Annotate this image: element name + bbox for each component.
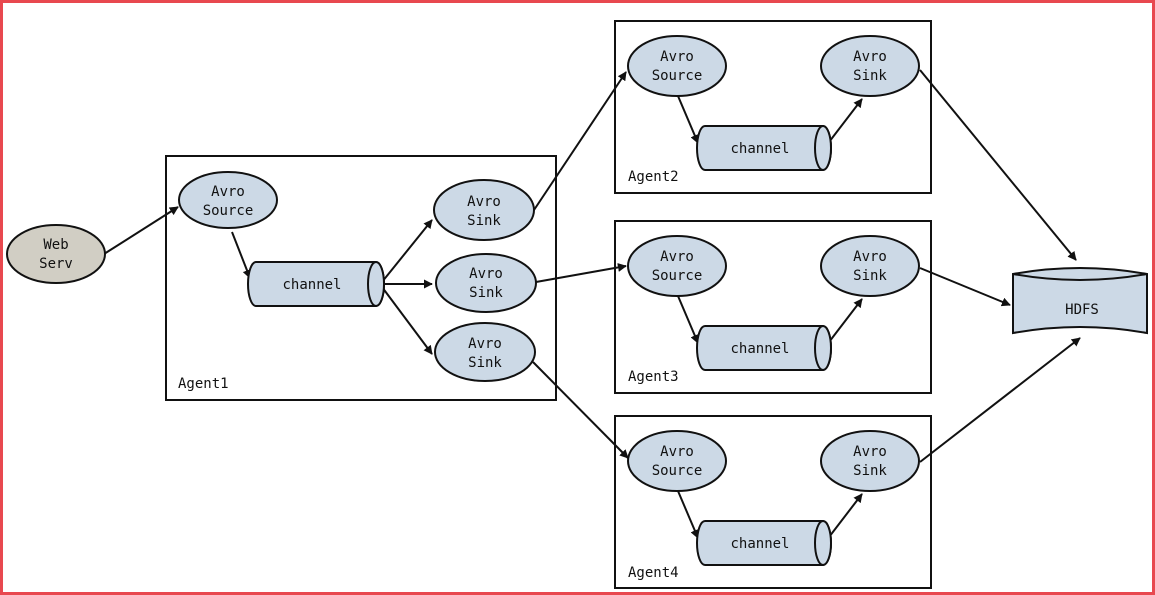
agent2-channel-label: channel: [730, 141, 789, 157]
agent3-avro-sink: Avro Sink: [820, 235, 920, 297]
agent1-source-line1: Avro: [211, 184, 245, 200]
web-server-node: Web Serv: [6, 224, 106, 284]
agent2-avro-source: Avro Source: [627, 35, 727, 97]
edge-agent1-sink3-to-agent4-source: [532, 361, 629, 459]
agent2-label: Agent2: [628, 169, 679, 185]
edge-agent2-sink-to-hdfs: [919, 69, 1077, 261]
edge-agent4-sink-to-hdfs: [919, 337, 1081, 463]
edge-agent4-source-to-channel: [677, 490, 699, 539]
agent1-sink3-line2: Sink: [468, 355, 502, 371]
agent3-box: Agent3 Avro Source channel Avro Sink: [614, 220, 932, 394]
agent2-sink-line1: Avro: [853, 49, 887, 65]
edge-agent2-source-to-channel: [677, 95, 699, 144]
hdfs-label: HDFS: [1065, 302, 1099, 318]
agent1-label: Agent1: [178, 376, 229, 392]
agent3-source-line2: Source: [652, 268, 703, 284]
agent1-sink2-line2: Sink: [469, 285, 503, 301]
agent1-avro-sink-1: Avro Sink: [433, 179, 535, 241]
agent4-box: Agent4 Avro Source channel Avro Sink: [614, 415, 932, 589]
edge-agent1-sink2-to-agent3-source: [535, 262, 627, 283]
agent4-avro-sink: Avro Sink: [820, 430, 920, 492]
agent2-source-line1: Avro: [660, 49, 694, 65]
agent1-sink3-line1: Avro: [468, 336, 502, 352]
agent1-sink1-line1: Avro: [467, 194, 501, 210]
web-server-label-line2: Serv: [39, 256, 73, 272]
agent1-avro-source: Avro Source: [178, 171, 278, 229]
agent4-source-line1: Avro: [660, 444, 694, 460]
agent1-channel: channel: [247, 261, 385, 307]
agent4-channel-label: channel: [730, 536, 789, 552]
hdfs-storage: HDFS: [1012, 267, 1148, 335]
edge-agent1-channel-to-sink1: [381, 219, 433, 283]
agent3-avro-source: Avro Source: [627, 235, 727, 297]
edges: [103, 69, 1081, 542]
agent4-sink-line2: Sink: [853, 463, 887, 479]
agent3-label: Agent3: [628, 369, 679, 385]
agent4-source-line2: Source: [652, 463, 703, 479]
agent4-sink-line1: Avro: [853, 444, 887, 460]
web-server-label-line1: Web: [43, 237, 68, 253]
edge-agent1-sink1-to-agent2-source: [533, 71, 627, 211]
edge-agent3-sink-to-hdfs: [919, 267, 1011, 307]
edge-agent2-channel-to-sink: [825, 98, 863, 147]
agent4-channel: channel: [696, 520, 832, 566]
agent3-sink-line1: Avro: [853, 249, 887, 265]
agent3-channel-label: channel: [730, 341, 789, 357]
agent3-sink-line2: Sink: [853, 268, 887, 284]
edge-agent3-channel-to-sink: [825, 298, 863, 347]
edge-agent3-source-to-channel: [677, 295, 699, 344]
agent2-sink-line2: Sink: [853, 68, 887, 84]
agent1-sink2-line1: Avro: [469, 266, 503, 282]
edge-agent1-source-to-channel: [231, 231, 252, 279]
agent2-avro-sink: Avro Sink: [820, 35, 920, 97]
agent1-channel-label: channel: [282, 277, 341, 293]
agent2-source-line2: Source: [652, 68, 703, 84]
agent1-source-line2: Source: [203, 203, 254, 219]
agent1-sink1-line2: Sink: [467, 213, 501, 229]
agent1-avro-sink-2: Avro Sink: [435, 253, 537, 313]
agent3-source-line1: Avro: [660, 249, 694, 265]
agent4-avro-source: Avro Source: [627, 430, 727, 492]
agent1-box: Agent1 Avro Source channel Avro Sink Avr…: [165, 155, 557, 401]
agent4-label: Agent4: [628, 565, 679, 581]
agent1-avro-sink-3: Avro Sink: [434, 322, 536, 382]
edge-agent1-channel-to-sink3: [381, 286, 433, 355]
edge-agent4-channel-to-sink: [825, 493, 863, 542]
agent3-channel: channel: [696, 325, 832, 371]
agent2-channel: channel: [696, 125, 832, 171]
agent2-box: Agent2 Avro Source channel Avro Sink: [614, 20, 932, 194]
